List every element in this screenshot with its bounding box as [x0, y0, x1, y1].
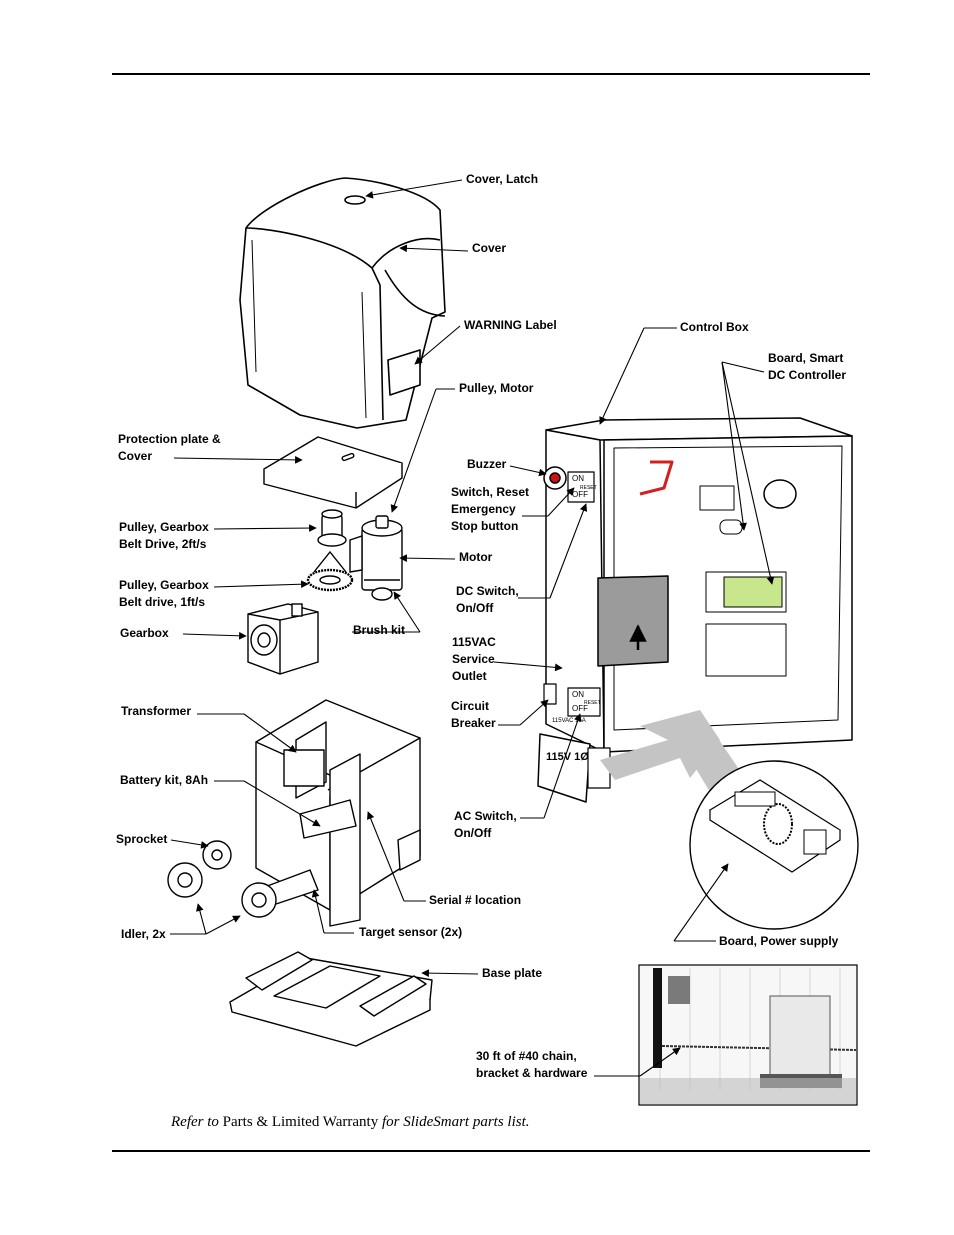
label-switch-reset: Switch, Reset Emergency Stop button [451, 484, 529, 535]
label-service-outlet-line1: 115VAC [452, 635, 496, 649]
caption-suffix: for SlideSmart parts list. [381, 1114, 530, 1130]
label-pulley-motor: Pulley, Motor [459, 381, 534, 395]
motor-illustration [349, 515, 403, 601]
leader-lines [170, 179, 775, 1077]
panel-on-bottom: ON [572, 690, 584, 699]
label-chain: 30 ft of #40 chain, bracket & hardware [476, 1048, 587, 1082]
label-protection-plate: Protection plate & Cover [118, 431, 221, 465]
label-pulley-gearbox-2ft-line2: Belt Drive, 2ft/s [119, 537, 207, 551]
label-buzzer: Buzzer [467, 457, 507, 471]
gearbox-pulley-1ft-illustration [306, 550, 354, 592]
label-dc-switch-line1: DC Switch, [456, 584, 519, 598]
label-cover: Cover [472, 241, 507, 255]
label-brush-kit: Brush kit [353, 623, 406, 637]
caption-reference[interactable]: Parts & Limited Warranty [222, 1114, 379, 1130]
panel-off-bottom: OFF [572, 704, 588, 713]
label-cover-latch: Cover, Latch [466, 172, 539, 186]
label-chain-line2: bracket & hardware [476, 1066, 588, 1080]
label-ac-switch-line1: AC Switch, [454, 809, 517, 823]
panel-reset-top: RESET [580, 485, 597, 491]
label-board-smart-line2: DC Controller [768, 368, 846, 382]
label-circuit-breaker: Circuit Breaker [451, 698, 496, 732]
top-rule [112, 73, 870, 75]
label-pulley-gearbox-2ft: Pulley, Gearbox Belt Drive, 2ft/s [119, 519, 209, 553]
panel-plate: 115V 1Ø [546, 751, 589, 763]
caption-prefix: Refer to [171, 1114, 219, 1130]
protection-plate-illustration [263, 436, 403, 509]
label-circuit-breaker-line2: Breaker [451, 716, 496, 730]
cover-illustration [239, 177, 446, 429]
label-pulley-gearbox-1ft-line1: Pulley, Gearbox [119, 578, 209, 592]
label-idler: Idler, 2x [121, 927, 166, 941]
label-pulley-gearbox-2ft-line1: Pulley, Gearbox [119, 520, 209, 534]
label-dc-switch-line2: On/Off [456, 601, 494, 615]
label-transformer: Transformer [121, 704, 192, 718]
label-gearbox: Gearbox [120, 626, 169, 640]
label-pulley-gearbox-1ft-line2: Belt drive, 1ft/s [119, 595, 206, 609]
label-board-power-supply: Board, Power supply [719, 934, 839, 948]
panel-off-top: OFF [572, 490, 588, 499]
label-service-outlet-line3: Outlet [452, 669, 487, 683]
label-serial-location: Serial # location [429, 893, 522, 907]
label-service-outlet-line2: Service [452, 652, 495, 666]
bottom-rule [112, 1150, 870, 1152]
label-switch-reset-line2: Emergency [451, 502, 516, 516]
label-base-plate: Base plate [482, 966, 543, 980]
gearbox-illustration [247, 603, 319, 675]
label-switch-reset-line3: Stop button [451, 519, 519, 533]
label-ac-switch: AC Switch, On/Off [454, 808, 517, 842]
panel-reset-bottom: RESET [584, 700, 601, 706]
label-warning: WARNING Label [464, 318, 557, 332]
label-circuit-breaker-line1: Circuit [451, 699, 490, 713]
control-panel-text: ON OFF RESET ON OFF RESET 115VAC 15A 115… [546, 474, 601, 763]
label-protection-plate-line1: Protection plate & [118, 432, 221, 446]
chassis-illustration [167, 699, 421, 927]
panel-on-top: ON [572, 474, 584, 483]
label-dc-switch: DC Switch, On/Off [456, 583, 519, 617]
label-protection-plate-line2: Cover [118, 449, 153, 463]
label-switch-reset-line1: Switch, Reset [451, 485, 530, 499]
label-ac-switch-line2: On/Off [454, 826, 492, 840]
label-motor: Motor [459, 550, 493, 564]
label-sprocket: Sprocket [116, 832, 168, 846]
base-plate-illustration [229, 951, 433, 1047]
label-control-box: Control Box [680, 320, 749, 334]
label-pulley-gearbox-1ft: Pulley, Gearbox Belt drive, 1ft/s [119, 577, 209, 611]
label-board-smart: Board, Smart DC Controller [768, 350, 846, 384]
power-supply-inset [689, 760, 859, 930]
label-battery-kit: Battery kit, 8Ah [120, 773, 209, 787]
control-box-illustration [537, 417, 853, 803]
label-service-outlet: 115VAC Service Outlet [452, 634, 496, 685]
panel-rating: 115VAC 15A [552, 718, 586, 724]
label-chain-line1: 30 ft of #40 chain, [476, 1049, 577, 1063]
chain-photo-inset [638, 964, 858, 1106]
label-target-sensor: Target sensor (2x) [359, 925, 463, 939]
label-board-smart-line1: Board, Smart [768, 351, 844, 365]
gearbox-pulley-2ft-illustration [317, 509, 347, 547]
figure-caption: Refer to Parts & Limited Warranty for Sl… [171, 1114, 530, 1131]
